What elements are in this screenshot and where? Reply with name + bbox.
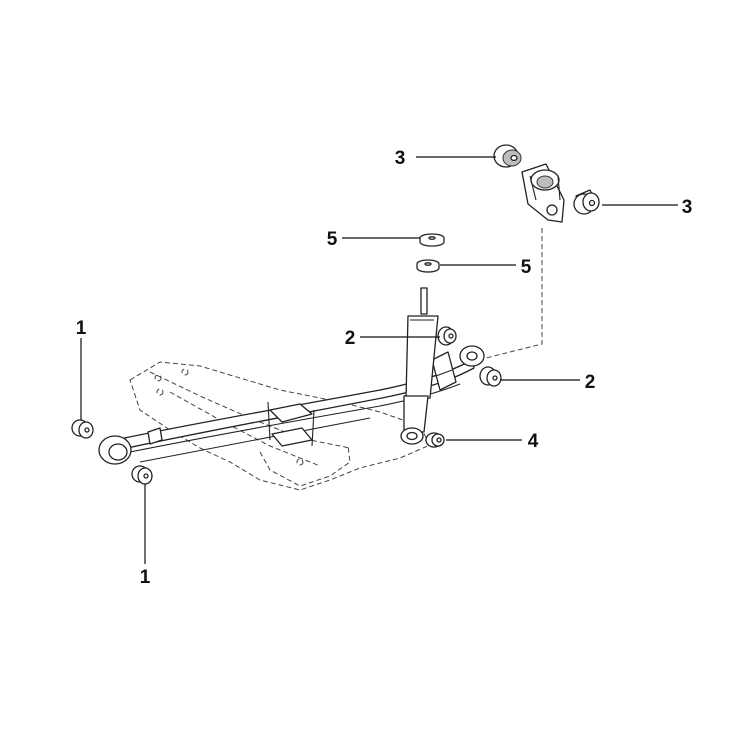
bushing-2-right bbox=[479, 366, 502, 387]
bushing-1-lower bbox=[131, 465, 153, 485]
cushion-5-bottom bbox=[416, 259, 440, 273]
bushing-2-upper bbox=[437, 326, 457, 346]
leaf-spring bbox=[98, 345, 485, 465]
cushion-5-top bbox=[419, 233, 445, 247]
callout-3-right: 3 bbox=[682, 197, 693, 218]
shock-absorber bbox=[400, 287, 439, 445]
spring-shackle bbox=[521, 163, 565, 223]
bushing-3-right bbox=[573, 189, 600, 215]
callout-5-bottom: 5 bbox=[521, 257, 532, 278]
bushing-4 bbox=[425, 432, 445, 448]
callout-4: 4 bbox=[528, 431, 539, 452]
assembly-dashed-line bbox=[485, 228, 543, 359]
callout-1-bottom: 1 bbox=[140, 567, 151, 588]
leader-lines bbox=[80, 156, 678, 564]
callout-2-right: 2 bbox=[585, 372, 596, 393]
axle-frame-outline bbox=[129, 361, 431, 491]
bushing-1-upper bbox=[71, 419, 94, 439]
rear-hanger-bracket bbox=[431, 351, 457, 391]
callout-1-top: 1 bbox=[76, 318, 87, 339]
callout-5-top: 5 bbox=[327, 229, 338, 250]
callout-3-left: 3 bbox=[395, 148, 406, 169]
callout-2-left: 2 bbox=[345, 328, 356, 349]
bushing-3-left bbox=[493, 144, 522, 168]
